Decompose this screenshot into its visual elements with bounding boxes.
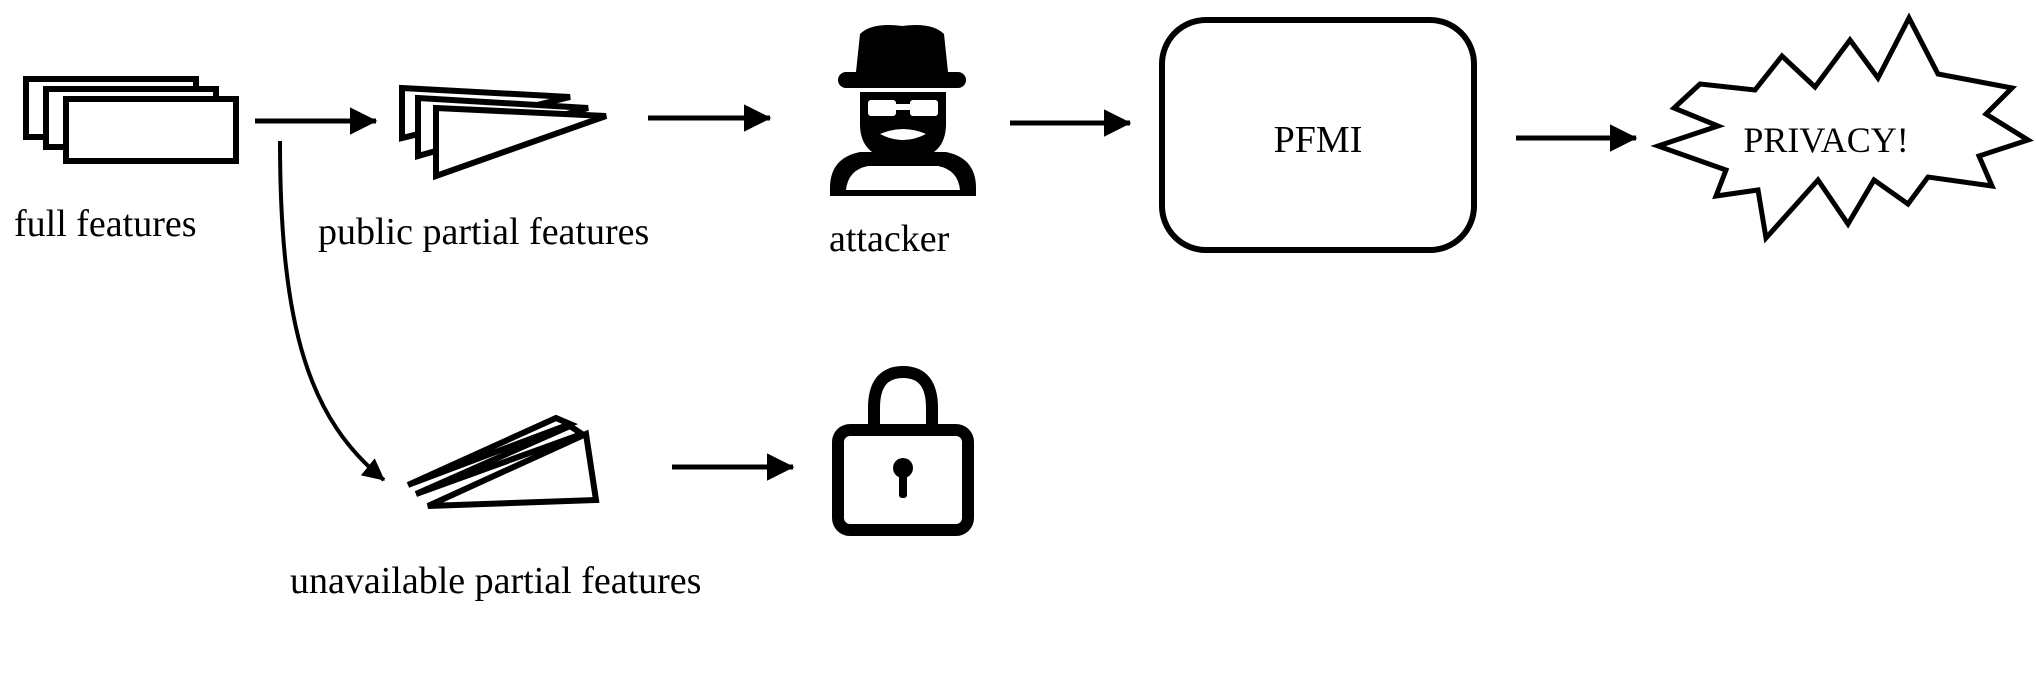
padlock-icon — [832, 365, 974, 536]
public-partial-features-icon — [399, 84, 607, 181]
pfmi-box — [1159, 17, 1477, 253]
privacy-label: PRIVACY! — [1743, 120, 1908, 160]
full-features-label: full features — [14, 203, 197, 245]
full-features-icon — [23, 76, 239, 164]
pfmi-label: PFMI — [1274, 119, 1363, 161]
unavailable-partial-features-icon — [406, 414, 600, 509]
arrow-full-to-unavailable — [278, 140, 386, 482]
attacker-label: attacker — [829, 218, 950, 260]
public-partial-features-label: public partial features — [318, 211, 649, 253]
attacker-icon — [830, 25, 976, 196]
unavailable-partial-features-label: unavailable partial features — [290, 560, 701, 602]
privacy-burst — [1650, 12, 2034, 244]
